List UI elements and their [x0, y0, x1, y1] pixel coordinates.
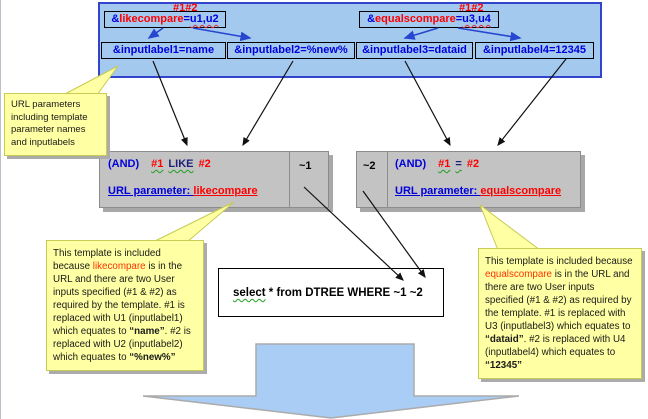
like-template-expression: (AND) #1 LIKE #2 [108, 158, 211, 170]
new-value-bold: “%new%” [129, 352, 176, 363]
callout-url-parameters: URL parameters including template parame… [4, 93, 107, 156]
likecompare-value-text: u1,u2 [189, 13, 219, 25]
equals-text: = [183, 13, 190, 25]
name-value-bold: “name” [129, 326, 165, 337]
select-keyword: select [233, 287, 266, 299]
arrow-inputlabel3-to-param1 [404, 60, 451, 147]
likecompare-param-box: &likecompare=u1,u2 [104, 11, 226, 28]
arrow-likecompare-to-inputlabel1 [147, 27, 164, 39]
equals-template-expression: (AND) #1 = #2 [395, 158, 479, 170]
url-parameter-label: URL parameter: [395, 185, 481, 197]
param1-token: #1 [438, 158, 451, 170]
equals-operator: = [455, 158, 462, 170]
inputlabel3-box: &inputlabel3=dataid [356, 42, 473, 59]
param1-token: #1 [151, 158, 164, 170]
query-rest-text: * from DTREE WHERE ~1 ~2 [265, 287, 423, 299]
text-segment: is in the URL and there are two User inp… [53, 261, 185, 337]
amp-text: & [367, 13, 376, 25]
arrow-inputlabel1-to-param1 [152, 60, 188, 147]
param2-token: #2 [466, 158, 480, 170]
12345-value-bold: “12345” [485, 360, 523, 371]
inputlabel1-box: &inputlabel1=name [101, 42, 226, 59]
callout-likecompare-explanation: This template is included because likeco… [46, 240, 204, 371]
and-keyword: (AND) [395, 158, 427, 170]
likecompare-name-text: likecompare [119, 13, 184, 25]
text-segment: . #2 is replaced with U4 (inputlabel4) w… [485, 334, 626, 358]
equals-template-url-parameter: URL parameter: equalscompare [395, 185, 561, 197]
inputlabel2-box: &inputlabel2=%new% [227, 42, 355, 59]
param2-token: #2 [198, 158, 211, 170]
sql-query-text: select * from DTREE WHERE ~1 ~2 [233, 287, 423, 299]
url-parameter-label: URL parameter: [108, 185, 194, 197]
tilde2-token: ~2 [363, 160, 376, 172]
likecompare-highlight: likecompare [92, 261, 146, 272]
arrow-inputlabel4-to-param2 [497, 58, 567, 146]
cell-divider [387, 152, 388, 207]
arrow-inputlabel2-to-param2 [242, 60, 294, 147]
equalscompare-highlight: equalscompare [485, 269, 552, 280]
arrow-likecompare-to-inputlabel2 [192, 27, 252, 42]
flow-down-arrow-shape [142, 343, 520, 419]
arrow-equalscompare-to-inputlabel4 [457, 27, 522, 42]
sql-query-box: select * from DTREE WHERE ~1 ~2 [218, 268, 444, 317]
text-segment: . #2 is replaced with U2 (inputlabel2) w… [53, 326, 191, 363]
arrow-tilde1-to-query [303, 186, 404, 281]
text-segment: This template is included because [485, 256, 633, 267]
text-segment: is in the URL and there are two User inp… [485, 269, 632, 332]
equals-template-box: ~2 (AND) #1 = #2 URL parameter: equalscompa… [356, 151, 581, 208]
dataid-value-bold: “dataid” [485, 334, 524, 345]
inputlabel4-box: &inputlabel4=12345 [475, 42, 594, 59]
equals-text: = [455, 13, 463, 25]
url-parameter-value: equalscompare [480, 185, 562, 197]
like-operator: LIKE [168, 158, 194, 170]
arrow-equalscompare-to-inputlabel3 [403, 27, 439, 40]
url-parameter-value: likecompare [193, 185, 258, 197]
cell-divider [289, 152, 290, 207]
equalscompare-name-text: equalscompare [375, 13, 456, 25]
amp-text: & [111, 13, 120, 25]
tilde1-token: ~1 [299, 160, 312, 172]
equalscompare-param-box: &equalscompare=u3,u4 [359, 11, 499, 28]
equalscompare-value-text: u3,u4 [462, 13, 491, 25]
text-segment: This template is included because [53, 248, 161, 272]
arrow-tilde2-to-query [362, 190, 426, 278]
and-keyword: (AND) [108, 158, 140, 170]
like-template-box: (AND) #1 LIKE #2 URL parameter: likecompare… [99, 151, 329, 208]
like-template-url-parameter: URL parameter: likecompare [108, 185, 258, 197]
callout-equalscompare-explanation: This template is included because equals… [478, 248, 642, 379]
